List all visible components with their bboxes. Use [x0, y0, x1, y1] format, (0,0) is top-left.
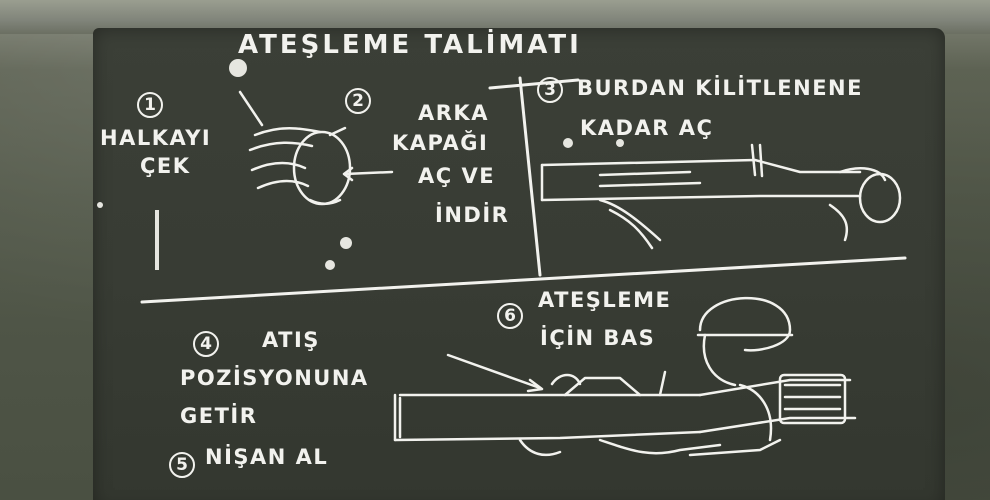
horizontal-divider [140, 256, 907, 304]
step-1-line-2: ÇEK [140, 154, 191, 178]
step-3-line-2: KADAR AÇ [580, 116, 714, 140]
trigger-arrow [446, 353, 542, 390]
step-4-line-2: POZİSYONUNA [180, 366, 369, 390]
step-1-number: 1 [137, 92, 163, 118]
ring-pull-illustration [238, 90, 352, 206]
step-6-line-2: İÇİN BAS [540, 326, 656, 350]
step-4-line-1: ATIŞ [262, 328, 320, 352]
step-4-number: 4 [193, 331, 219, 357]
step-2-line-1: ARKA [418, 101, 489, 125]
step-4-line-3: GETİR [180, 404, 258, 428]
extend-launcher-illustration [540, 143, 902, 250]
step-1-line-1: HALKAYI [100, 126, 212, 150]
step-5-number: 5 [169, 452, 195, 478]
step-2-line-4: İNDİR [435, 203, 510, 227]
top-divider [488, 78, 580, 90]
step-5-line-1: NİŞAN AL [205, 445, 329, 469]
step-2-arrow [343, 170, 394, 176]
step-6-number: 6 [497, 303, 523, 329]
step-2-line-2: KAPAĞI [392, 131, 489, 155]
paint-specks [97, 59, 624, 270]
step-6-line-1: ATEŞLEME [538, 288, 672, 312]
step-2-line-3: AÇ VE [418, 164, 496, 188]
step-2-arrow-head [342, 166, 354, 182]
vertical-divider [518, 76, 542, 277]
decal-title: ATEŞLEME TALİMATI [238, 30, 582, 60]
step-3-line-1: BURDAN KİLİTLENENE [577, 76, 863, 100]
soldier-aiming-illustration [393, 296, 857, 457]
step-2-number: 2 [345, 88, 371, 114]
step-3-number: 3 [537, 77, 563, 103]
